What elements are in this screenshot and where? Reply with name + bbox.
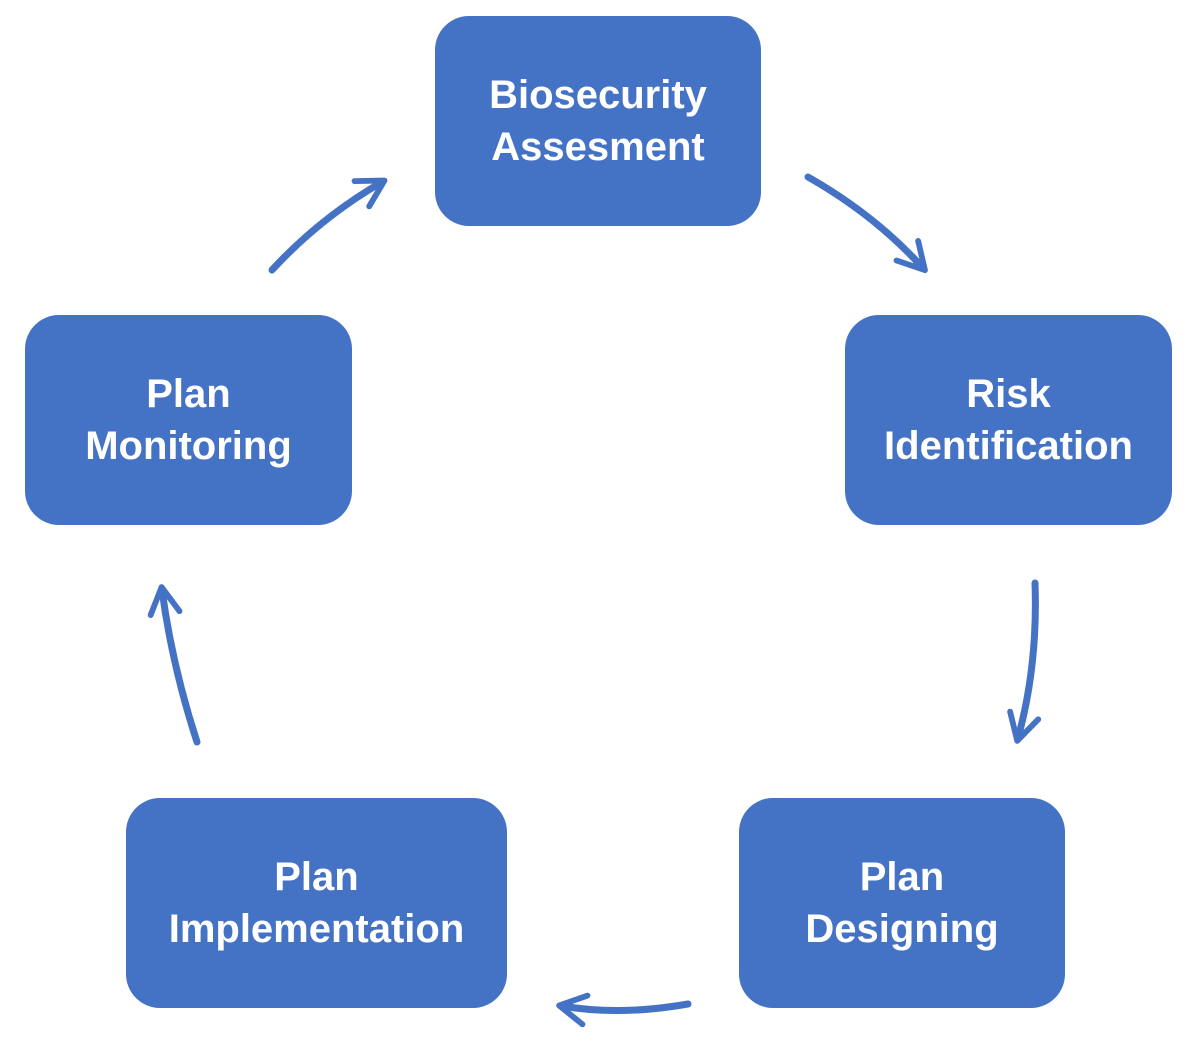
node-implement-line1: Plan [274,855,359,899]
node-plan-designing: Plan Designing [739,798,1065,1008]
node-risk-line1: Risk [966,372,1051,416]
arrow-biosecurity-to-risk [804,173,928,274]
arrow-design-to-implement [556,992,692,1028]
node-plan-monitoring: Plan Monitoring [25,315,352,525]
node-monitor-line2: Monitoring [85,424,292,468]
node-plan-implementation: Plan Implementation [126,798,507,1008]
node-biosecurity-line2: Assesment [491,125,705,169]
node-biosecurity-line1: Biosecurity [489,73,707,117]
node-risk-identification: Risk Identification [845,315,1172,525]
node-implement-line2: Implementation [168,907,465,951]
node-design-line2: Designing [805,907,999,951]
node-monitor-line1: Plan [146,372,231,416]
arrow-implement-to-monitor [147,584,201,746]
node-biosecurity-assessment: Biosecurity Assesment [435,16,761,226]
arrow-monitor-to-biosecurity [268,177,388,274]
node-design-line1: Plan [859,855,945,899]
node-risk-line2: Identification [884,424,1133,468]
arrow-risk-to-design [1007,579,1042,744]
